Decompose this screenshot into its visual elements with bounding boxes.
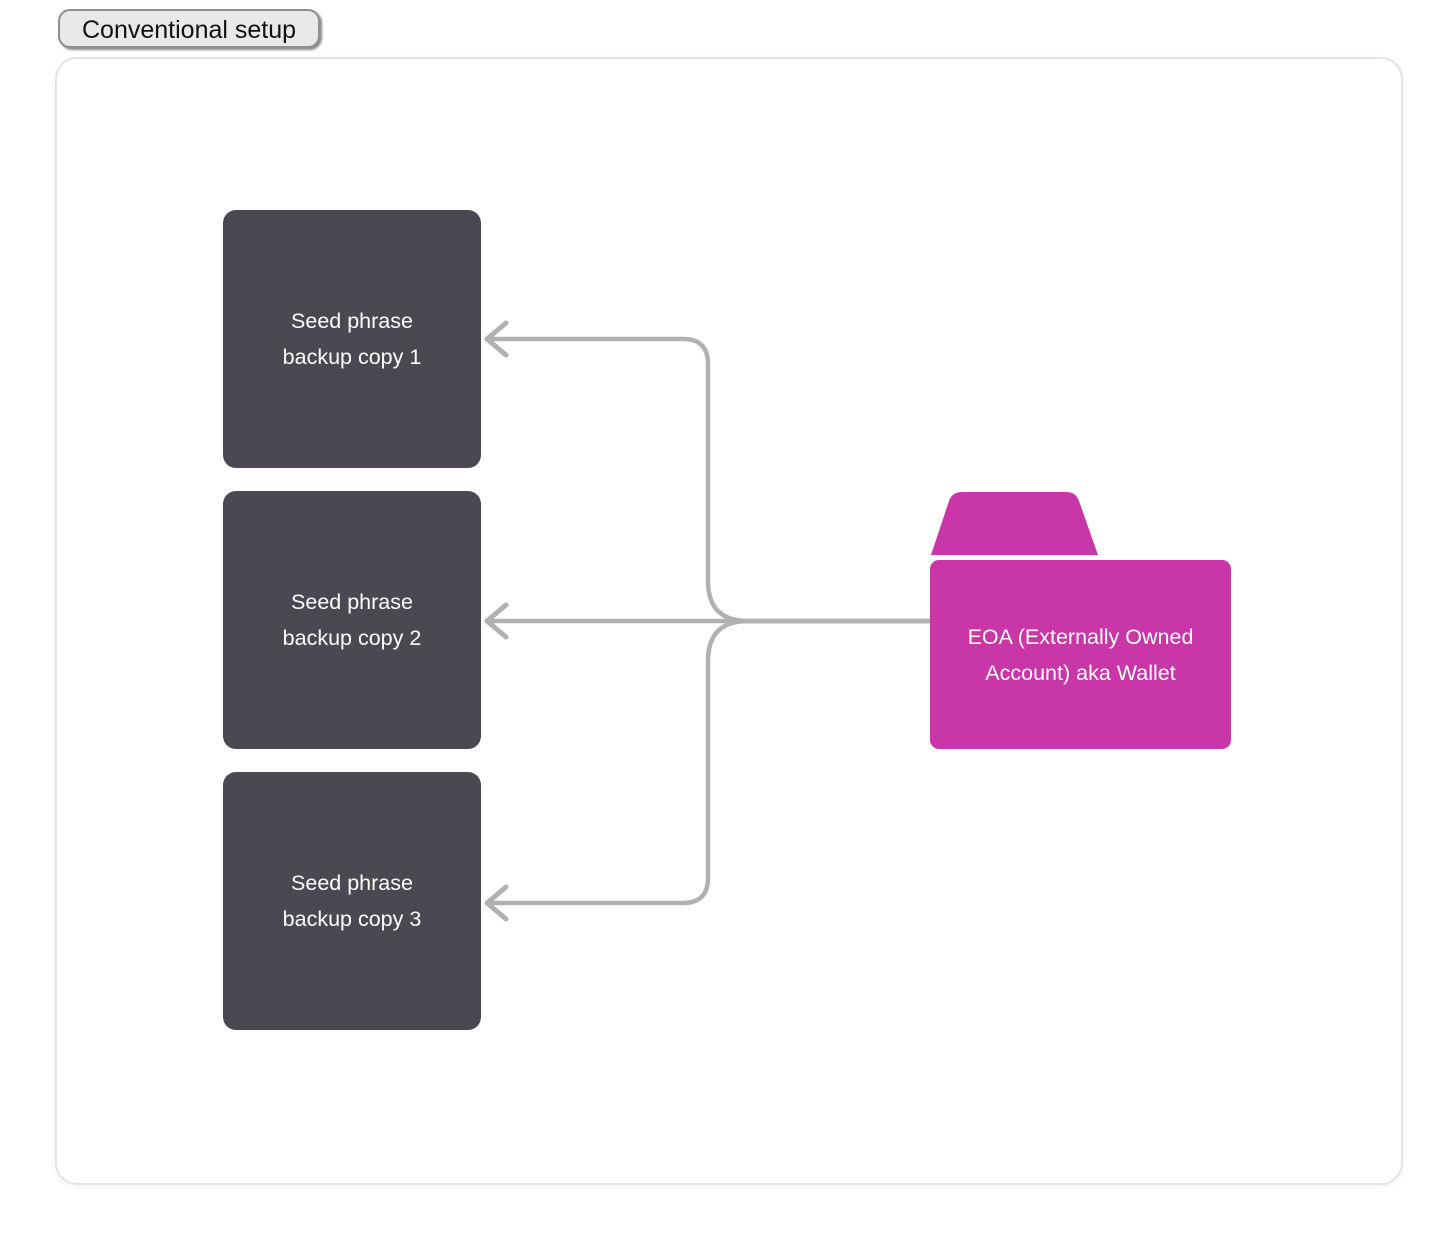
node-seed-backup-2-label-line2: backup copy 2 xyxy=(282,626,422,650)
node-seed-backup-3-label-line2: backup copy 3 xyxy=(282,907,422,931)
wallet-folder-body-shape xyxy=(930,560,1231,749)
node-seed-backup-3-label-line1: Seed phrase xyxy=(291,871,413,895)
arrow-wallet-to-backup-1 xyxy=(490,336,930,624)
node-seed-backup-2-label-line1: Seed phrase xyxy=(291,590,413,614)
diagram-title-tab: Conventional setup xyxy=(58,9,321,48)
node-wallet-label-line2: Account) aka Wallet xyxy=(985,660,1176,685)
node-seed-backup-2: Seed phrase backup copy 2 xyxy=(223,491,481,749)
arrowhead-backup-1 xyxy=(484,320,509,358)
node-seed-backup-3: Seed phrase backup copy 3 xyxy=(223,772,481,1030)
arrow-wallet-to-backup-3 xyxy=(490,618,930,906)
arrowhead-backup-2 xyxy=(484,602,509,640)
wallet-folder-tab-shape xyxy=(931,492,1098,555)
node-wallet-folder: EOA (Externally Owned Account) aka Walle… xyxy=(930,560,1231,749)
node-seed-backup-1: Seed phrase backup copy 1 xyxy=(223,210,481,468)
node-wallet-label-line1: EOA (Externally Owned xyxy=(967,624,1194,649)
node-seed-backup-1-label-line2: backup copy 1 xyxy=(282,345,422,369)
arrowhead-backup-3 xyxy=(484,884,509,922)
node-seed-backup-1-label-line1: Seed phrase xyxy=(291,309,413,333)
